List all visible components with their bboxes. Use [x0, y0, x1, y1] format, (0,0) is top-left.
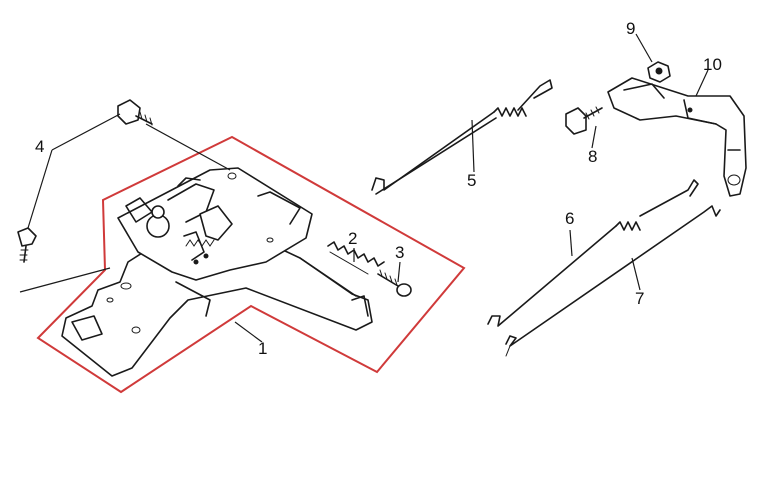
callout-10: 10	[703, 55, 722, 74]
leader-lines	[19, 33, 709, 343]
callout-7: 7	[635, 289, 644, 308]
callout-1: 1	[258, 339, 267, 358]
throttle-rod-spring-part	[371, 79, 553, 195]
callout-3: 3	[395, 243, 404, 262]
governor-rod-part	[505, 205, 721, 357]
callout-labels: 1 2 3 4 5 6 7 8 9 10	[35, 19, 722, 358]
bolt-parts	[17, 99, 153, 263]
nut-part	[647, 61, 671, 83]
choke-rod-part	[487, 179, 699, 327]
callout-2: 2	[348, 229, 357, 248]
callout-6: 6	[565, 209, 574, 228]
control-base-assembly	[61, 167, 373, 377]
screw-part	[377, 269, 412, 297]
pivot-bolt-part	[565, 106, 603, 135]
lever-bracket-part	[607, 77, 747, 197]
spring-part	[327, 241, 385, 275]
callout-4: 4	[35, 137, 44, 156]
callout-5: 5	[467, 171, 476, 190]
callout-8: 8	[588, 147, 597, 166]
callout-9: 9	[626, 19, 635, 38]
assembly-highlight-outline	[36, 135, 466, 394]
